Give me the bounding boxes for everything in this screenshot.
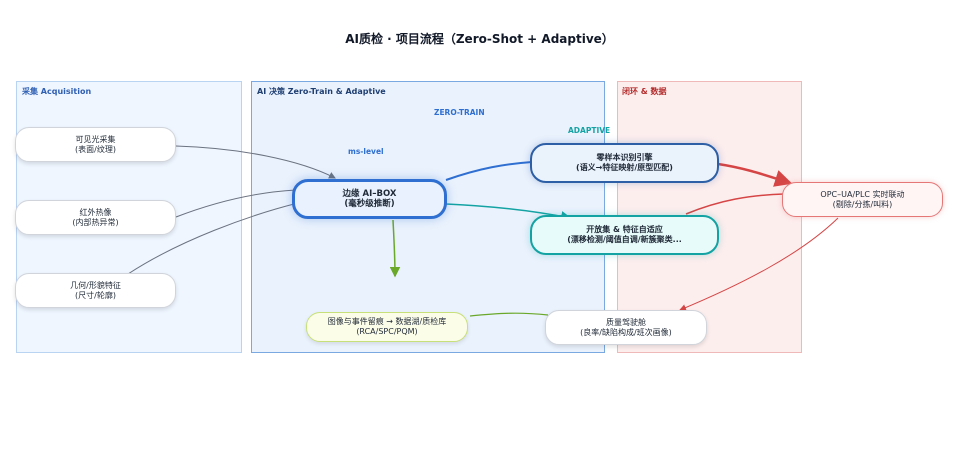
- edge-visible-to-edge: [175, 145, 336, 179]
- open-set-adaptive-node: 开放集 & 特征自适应 (漂移检测/阈值自调/新簇聚类...: [530, 215, 719, 255]
- dashboard-subtitle: (良率/缺陷构成/班次画像): [580, 327, 672, 337]
- edge-geometry-to-edge: [127, 202, 299, 275]
- quality-dashboard-node: 质量驾驶舱 (良率/缺陷构成/班次画像): [545, 310, 707, 345]
- visible-light-title: 可见光采集: [75, 134, 116, 144]
- edge-store-to-dashboard: [469, 312, 549, 317]
- zero-train-tag: ZERO-TRAIN: [434, 108, 485, 117]
- data-lake-title: 图像与事件留痕 → 数据湖/质检库: [327, 317, 447, 326]
- ms-level-tag: ms-level: [348, 147, 384, 156]
- edge-ai-box-node: 边缘 AI–BOX (毫秒级推断): [292, 179, 447, 219]
- page-title: AI质检 · 项目流程（Zero-Shot + Adaptive）: [345, 32, 614, 46]
- infrared-title: 红外热像: [79, 207, 112, 217]
- lane-closed-loop-label: 闭环 & 数据: [622, 87, 667, 96]
- visible-light-node: 可见光采集 (表面/纹理): [15, 127, 176, 162]
- geometry-title: 几何/形貌特征: [70, 280, 121, 290]
- lane-acquisition-label: 采集 Acquisition: [22, 87, 92, 96]
- zero-shot-subtitle: (语义→特征映射/原型匹配): [576, 163, 673, 172]
- edge-ai-box-subtitle: (毫秒级推断): [344, 199, 395, 209]
- open-set-title: 开放集 & 特征自适应: [586, 225, 663, 234]
- edge-infrared-to-edge: [175, 189, 297, 218]
- edge-edge-to-store: [389, 219, 401, 278]
- edge-edge-to-zero: [445, 161, 533, 181]
- edge-opc-to-dashboard: [679, 217, 839, 311]
- infrared-node: 红外热像 (内部热异常): [15, 200, 176, 235]
- opc-title: OPC–UA/PLC 实时联动: [820, 189, 905, 199]
- lane-ai-label: AI 决策 Zero-Train & Adaptive: [257, 87, 386, 96]
- opc-subtitle: (剔除/分拣/叫料): [832, 199, 893, 209]
- dashboard-title: 质量驾驶舱: [606, 317, 646, 327]
- zero-shot-engine-node: 零样本识别引擎 (语义→特征映射/原型匹配): [530, 143, 719, 183]
- data-lake-subtitle: (RCA/SPC/PQM): [356, 327, 418, 336]
- infrared-subtitle: (内部热异常): [72, 217, 119, 227]
- open-set-subtitle: (漂移检测/阈值自调/新簇聚类...: [567, 235, 682, 244]
- edge-zero-to-opc: [717, 162, 793, 187]
- zero-shot-title: 零样本识别引擎: [596, 153, 653, 162]
- visible-light-subtitle: (表面/纹理): [75, 144, 116, 154]
- edge-open-to-opc: [685, 193, 785, 215]
- geometry-subtitle: (尺寸/轮廓): [75, 290, 116, 300]
- adaptive-tag: ADAPTIVE: [568, 126, 611, 135]
- geometry-node: 几何/形貌特征 (尺寸/轮廓): [15, 273, 176, 308]
- edge-ai-box-title: 边缘 AI–BOX: [342, 189, 397, 199]
- data-lake-node: 图像与事件留痕 → 数据湖/质检库 (RCA/SPC/PQM): [306, 312, 468, 342]
- opc-ua-plc-node: OPC–UA/PLC 实时联动 (剔除/分拣/叫料): [782, 182, 943, 217]
